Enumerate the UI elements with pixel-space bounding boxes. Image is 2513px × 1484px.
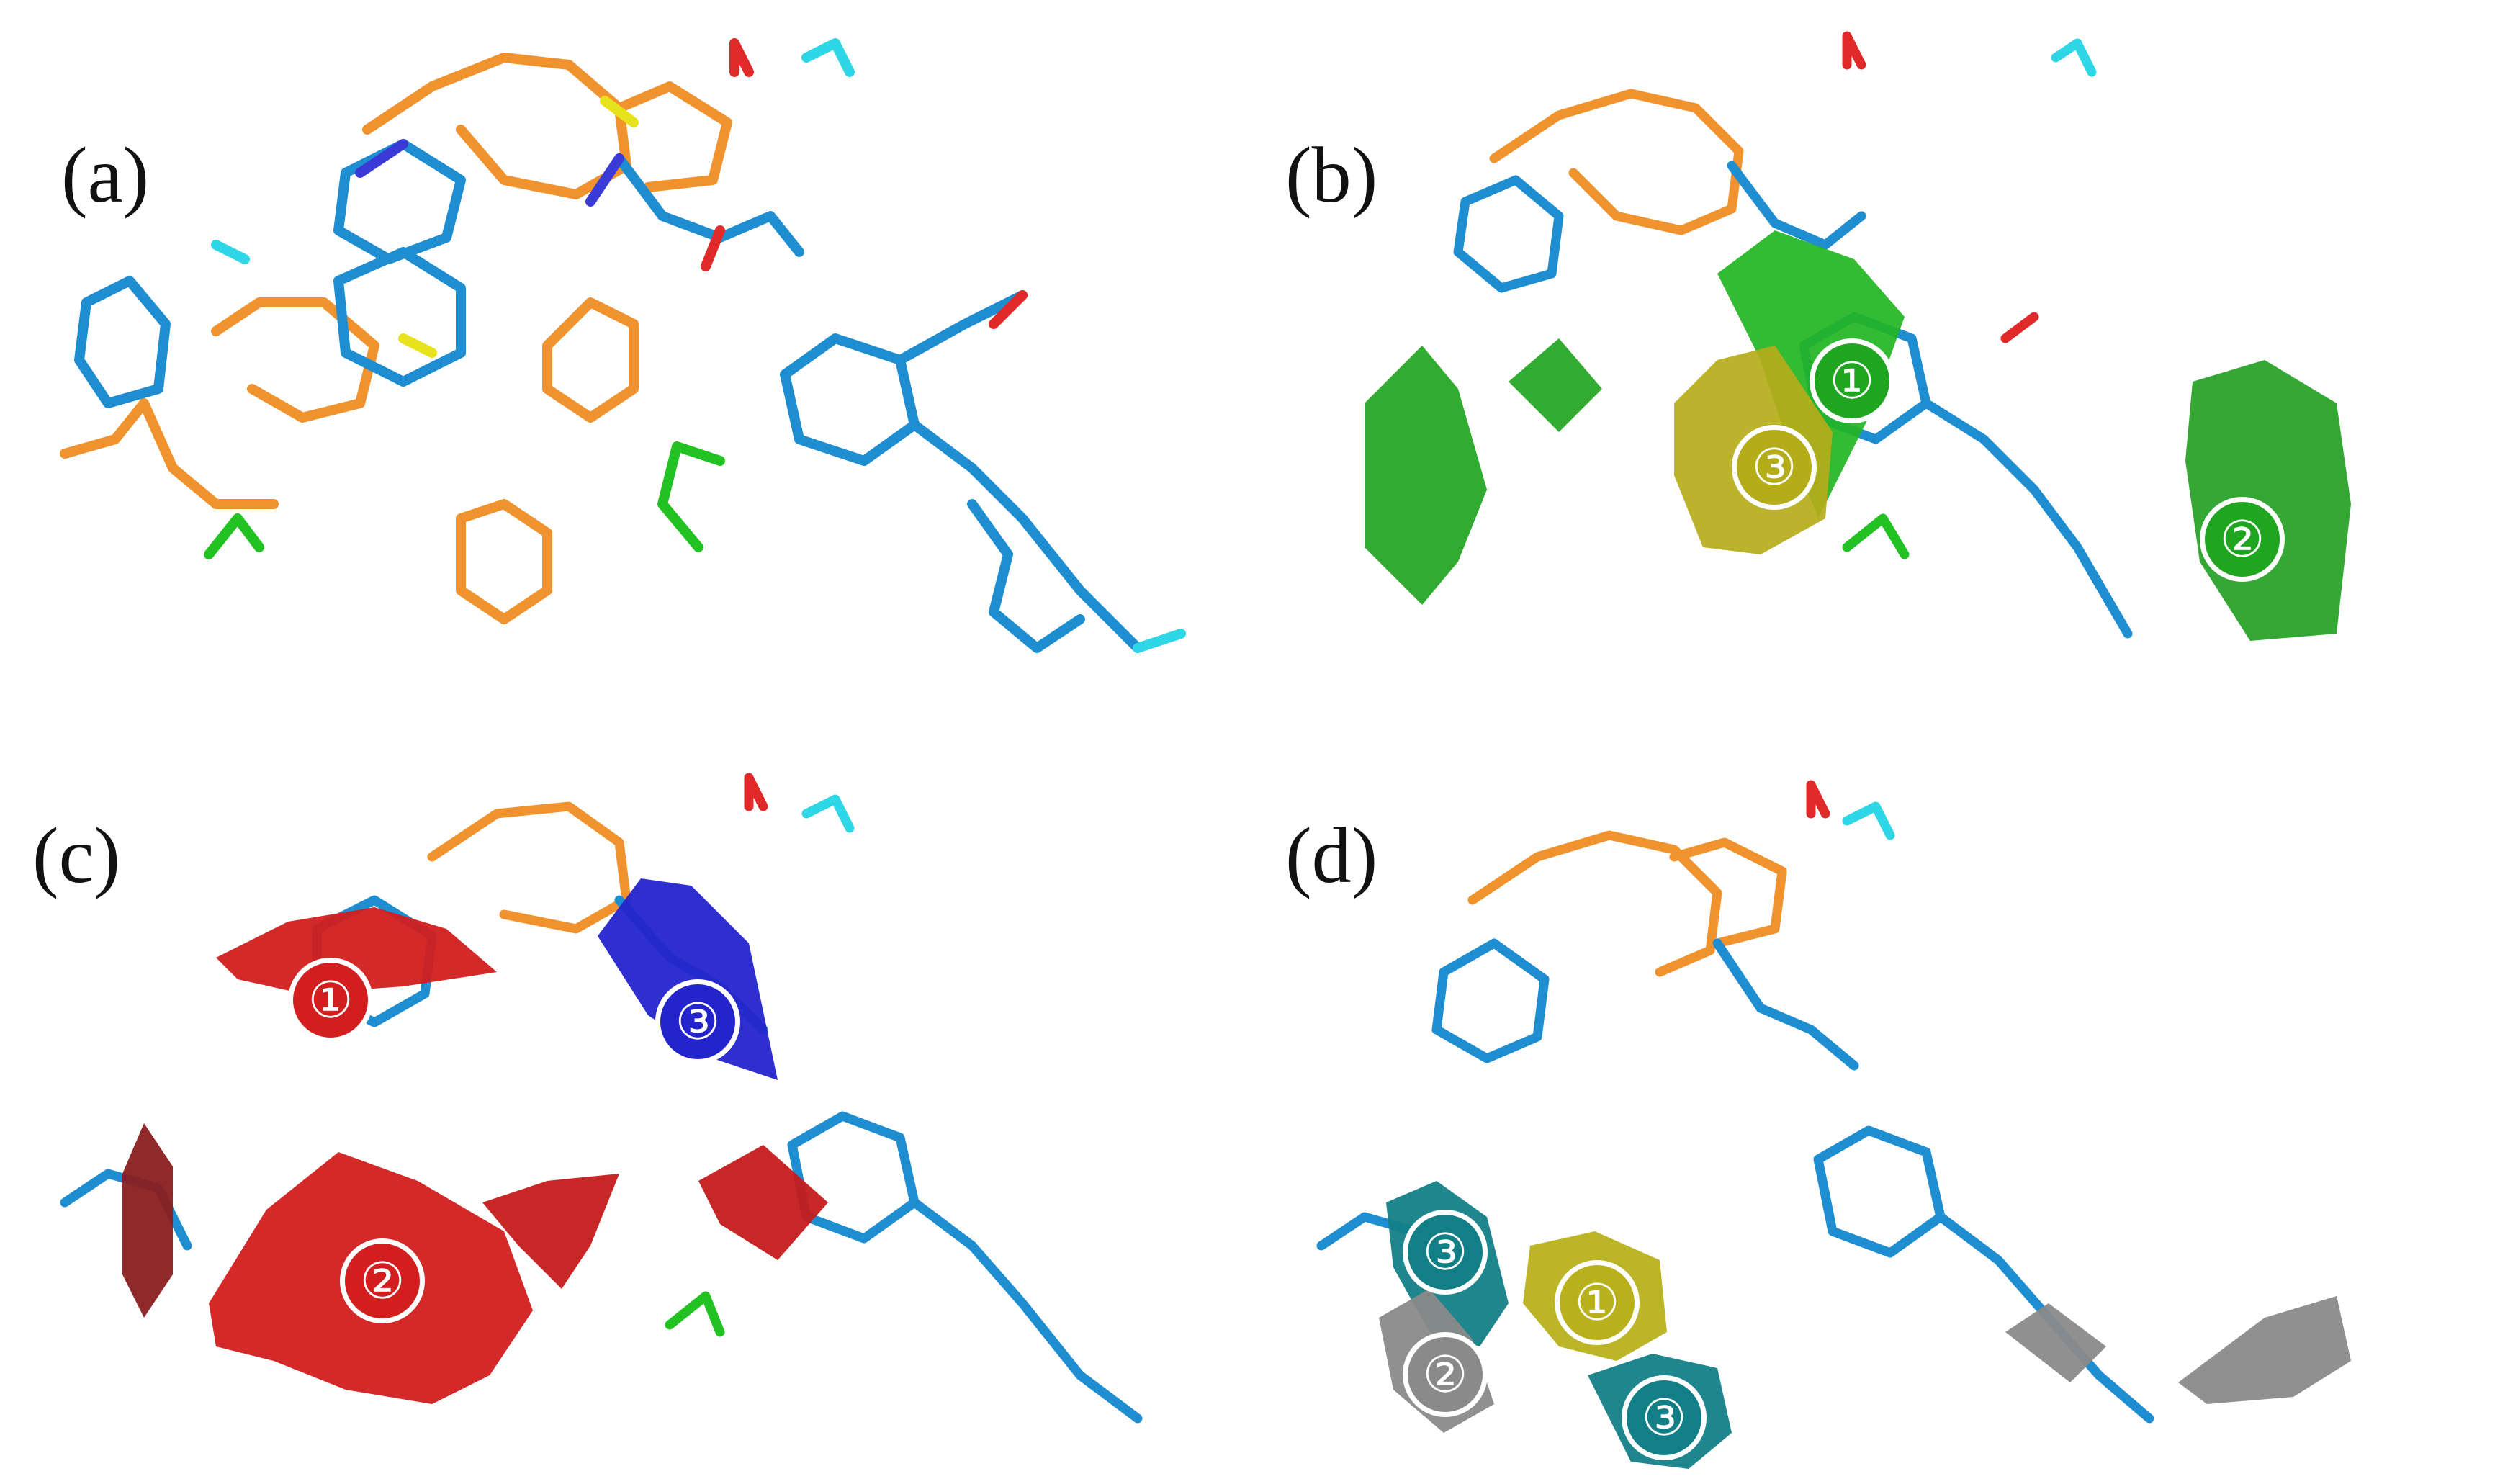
steric-contour-green [1509, 338, 1602, 432]
panel-label: (b) [1285, 131, 1378, 219]
panel-b: (b) ① ② ③ [1256, 0, 2513, 742]
blue-chain [1921, 398, 2133, 639]
panel-label: (a) [61, 131, 150, 219]
region-marker: ③ [1732, 425, 1817, 510]
panel-label: (d) [1285, 811, 1378, 899]
region-marker: ③ [655, 979, 740, 1064]
oxygen-bond [729, 38, 754, 77]
region-marker: ① [288, 958, 373, 1043]
panel-a: (a) [0, 0, 1256, 742]
blue-ring [1453, 175, 1564, 293]
blue-ring [1813, 1125, 1946, 1258]
electrostatic-contour-red [482, 1174, 619, 1289]
blue-chain [909, 420, 1143, 653]
region-marker: ③ [1622, 1375, 1707, 1460]
hydrogen-bond [211, 240, 250, 264]
steric-contour-green-2 [2185, 360, 2351, 641]
electrostatic-contour-red [122, 1123, 173, 1318]
blue-chain [1727, 161, 1866, 250]
orange-ring [1467, 830, 1722, 977]
halogen-bond [657, 441, 725, 552]
steric-contour-green [1365, 346, 1487, 605]
orange-ring [427, 801, 631, 934]
orange-ring [362, 53, 631, 199]
oxygen-bond [989, 290, 1028, 329]
blue-chain [895, 290, 1028, 365]
orange-ring [1489, 89, 1744, 235]
hydrogen-bond [801, 38, 855, 77]
hydrogen-bond [1842, 801, 1895, 840]
region-marker: ② [340, 1238, 425, 1323]
halogen-bond [665, 1291, 725, 1337]
panel-c: (c) ① ② ③ [0, 742, 1256, 1483]
hydrogen-bond [801, 794, 855, 833]
molecule-overlay-a [60, 38, 1186, 653]
hydrogen-bond [1133, 629, 1186, 653]
region-marker: ③ [1403, 1210, 1488, 1295]
blue-ring [333, 139, 466, 264]
nitrogen-bond [355, 139, 408, 178]
panel-label: (c) [32, 811, 121, 899]
orange-ring [614, 81, 732, 192]
region-marker: ② [2200, 497, 2285, 582]
orange-ring [456, 499, 552, 624]
hydrogen-bond [2051, 38, 2097, 77]
blue-ring [74, 276, 171, 408]
nitrogen-bond [585, 153, 624, 207]
halogen-bond [1842, 513, 1910, 559]
region-marker: ② [1403, 1332, 1488, 1417]
oxygen-bond [744, 773, 768, 811]
oxygen-bond [1806, 780, 1830, 819]
blue-chain [1712, 938, 1859, 1071]
halogen-bond [204, 513, 264, 559]
oxygen-bond [701, 225, 725, 271]
region-marker: ① [1810, 338, 1894, 423]
orange-chain [60, 398, 279, 509]
oxygen-bond [2000, 312, 2039, 343]
sulfur-bond [600, 96, 639, 127]
blue-chain [614, 153, 804, 257]
electrostatic-contour-red [698, 1145, 828, 1260]
oxygen-bond [1842, 31, 1866, 70]
gray-contour [2005, 1303, 2106, 1382]
sulfur-bond [398, 333, 437, 358]
blue-ring [1431, 938, 1550, 1063]
blue-ring [333, 247, 466, 387]
orange-ring [1669, 837, 1787, 948]
molecule-overlay-c [60, 773, 1143, 1424]
blue-ring [780, 333, 920, 466]
orange-ring [211, 297, 379, 423]
panel-d: (d) ① ② ③ ③ [1256, 742, 2513, 1483]
orange-ring [542, 297, 639, 423]
region-marker: ① [1555, 1260, 1640, 1345]
blue-chain [909, 1197, 1143, 1424]
blue-ring [967, 499, 1085, 653]
gray-contour [2178, 1296, 2351, 1404]
electrostatic-contour-red-1 [216, 907, 497, 994]
